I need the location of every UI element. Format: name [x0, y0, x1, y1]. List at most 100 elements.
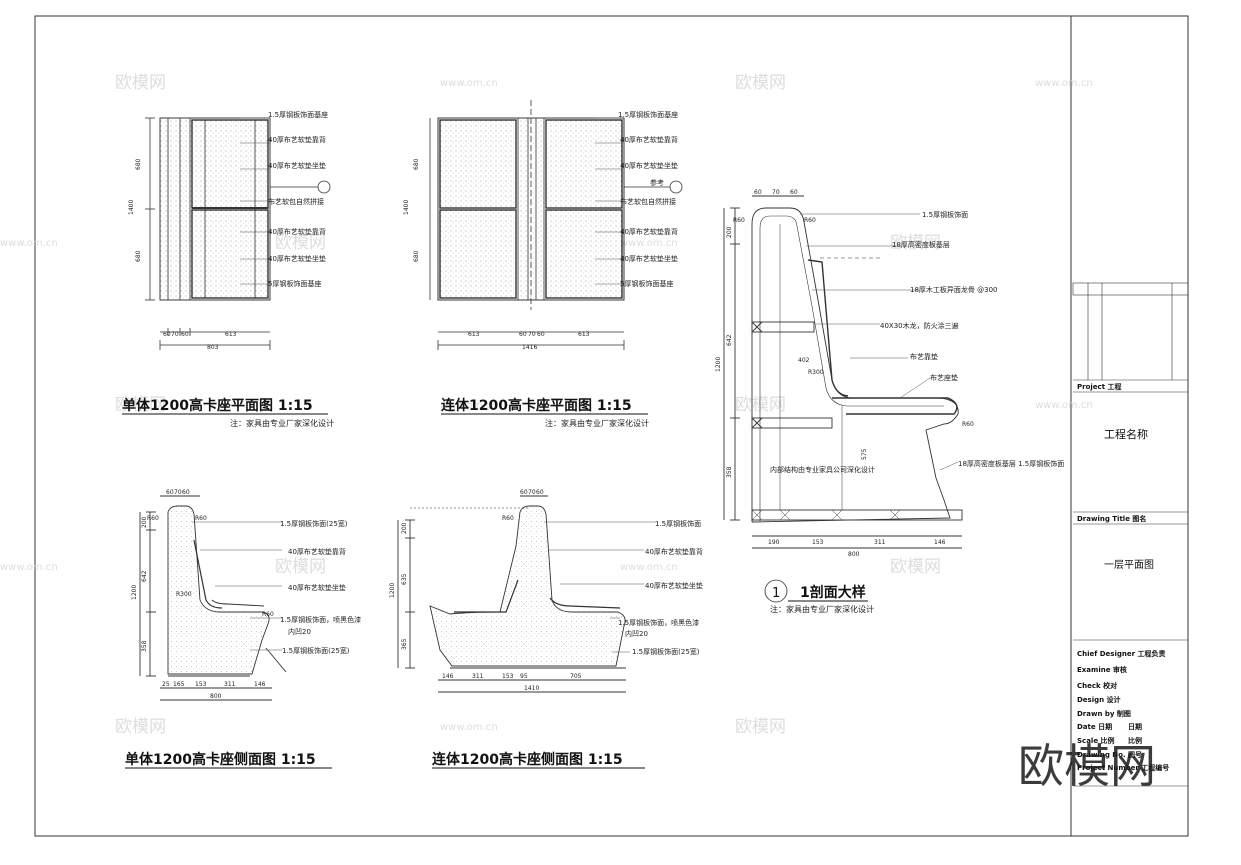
radius-label: R60	[733, 217, 745, 224]
watermark-layer: 欧模网 www.om.cn 欧模网 www.om.cn 欧模网 www.om.c…	[0, 73, 1093, 737]
section-number: 1	[772, 586, 780, 601]
section-detail-callouts: 1.5厚钢板饰面 18厚高密度板基层 18厚木工板异面龙骨 @300 40X30…	[715, 189, 1064, 558]
dim-label: 803	[207, 344, 219, 351]
radius-label: R60	[147, 515, 159, 522]
section-callout: 布艺座垫	[930, 373, 958, 382]
dim-label: 680	[413, 158, 420, 170]
radius-label: R60	[195, 515, 207, 522]
dim-label: 642	[141, 570, 148, 582]
dim-label: 146	[442, 673, 454, 680]
section-tag: 参考	[650, 178, 664, 187]
side-single-callout: 内凹20	[288, 627, 311, 636]
project-label: Project 工程	[1077, 382, 1121, 391]
dim-label: 1400	[403, 200, 410, 215]
section-detail-title: 1剖面大样	[800, 584, 866, 601]
watermark-url: www.om.cn	[440, 400, 498, 411]
watermark-url: www.om.cn	[440, 722, 498, 733]
watermark-url: www.om.cn	[1035, 400, 1093, 411]
section-center-note: 内部结构由专业家具公司深化设计	[770, 465, 875, 474]
plan-single-callout: 40厚布艺软垫坐垫	[268, 161, 326, 170]
side-single-title: 单体1200高卡座侧面图 1:15	[125, 751, 316, 768]
tb-field: Chief Designer 工程负责	[1077, 649, 1166, 658]
project-name: 工程名称	[1104, 427, 1148, 441]
dim-label: 146	[254, 681, 266, 688]
section-callout: 布艺靠垫	[910, 352, 938, 361]
dim-label: 358	[141, 640, 148, 652]
watermark-logo: 欧模网	[735, 395, 786, 415]
watermark-url: www.om.cn	[1035, 78, 1093, 89]
watermark-logo: 欧模网	[115, 395, 166, 415]
dim-label: 311	[472, 673, 484, 680]
side-single-callout: 40厚布艺软垫靠背	[288, 547, 346, 556]
plan-single-callout: 布艺软包自然拼接	[268, 197, 324, 206]
plan-single-callouts: 1.5厚钢板饰面基座 40厚布艺软垫靠背 40厚布艺软垫坐垫 布艺软包自然拼接 …	[128, 110, 328, 351]
side-double-callout: 1.5厚钢板饰面(25宽)	[632, 647, 700, 656]
plan-double-callout: 布艺软包自然拼接	[620, 197, 676, 206]
tb-field: Check 校对	[1077, 681, 1117, 690]
plan-single-drawing	[145, 117, 331, 350]
watermark-logo: 欧模网	[115, 73, 166, 93]
dim-label: 60	[790, 189, 798, 196]
watermark-url: www.om.cn	[620, 562, 678, 573]
dim-label: 613	[225, 331, 237, 338]
dim-label: 95	[520, 673, 528, 680]
watermark-url: www.om.cn	[440, 78, 498, 89]
tb-field: Scale 比例	[1077, 736, 1115, 745]
watermark-url: www.om.cn	[0, 238, 58, 249]
watermark-logo: 欧模网	[275, 557, 326, 577]
dim-label: 70	[174, 489, 182, 496]
plan-double-callout: 40厚布艺软垫靠背	[620, 227, 678, 236]
dim-label: 60	[520, 489, 528, 496]
brand-logo: 欧模网	[1018, 739, 1156, 793]
dim-label: 165	[173, 681, 185, 688]
dim-label: 642	[726, 334, 733, 346]
plan-double-callout: 40厚布艺软垫坐垫	[620, 161, 678, 170]
dim-label: 60	[754, 189, 762, 196]
dim-label: 153	[502, 673, 514, 680]
tb-field: Drawn by 制图	[1077, 709, 1131, 718]
dim-label: 1200	[131, 585, 138, 600]
watermark-logo: 欧模网	[890, 557, 941, 577]
dim-label: 70	[528, 331, 536, 338]
section-callout: 1.5厚钢板饰面	[922, 210, 968, 219]
dim-label: 153	[812, 539, 824, 546]
side-double-callouts: 1.5厚钢板饰面 40厚布艺软垫靠背 40厚布艺软垫坐垫 1.5厚钢板饰面，喷黑…	[389, 489, 703, 692]
dim-label: 200	[726, 226, 733, 238]
watermark-url: www.om.cn	[0, 562, 58, 573]
dim-label: 680	[135, 158, 142, 170]
watermark-url: www.om.cn	[620, 238, 678, 249]
section-detail-note: 注：家具由专业厂家深化设计	[770, 604, 874, 614]
plan-double-drawing	[429, 100, 683, 350]
tb-field: Drawing No. 图号	[1077, 750, 1142, 759]
plan-double-callouts: 1.5厚钢板饰面基座 40厚布艺软垫靠背 40厚布艺软垫坐垫 参考 布艺软包自然…	[403, 110, 678, 351]
dim-label: 1200	[389, 583, 396, 598]
dim-label: 402	[798, 357, 810, 364]
tb-field: Date 日期	[1077, 722, 1112, 731]
plan-double-title: 连体1200高卡座平面图 1:15	[441, 397, 632, 414]
drawing-title-label: Drawing Title 图名	[1077, 514, 1146, 523]
plan-single-note: 注：家具由专业厂家深化设计	[230, 418, 334, 428]
dim-label: 311	[224, 681, 236, 688]
side-double-callout: 1.5厚钢板饰面	[655, 519, 701, 528]
plan-single-callout: 5厚钢板饰面基座	[268, 279, 321, 288]
dim-label: 358	[726, 466, 733, 478]
dim-label: 70	[171, 331, 179, 338]
plan-double-callout: 5厚钢板饰面基座	[620, 279, 673, 288]
dim-label: 1200	[715, 357, 722, 372]
dim-label: 613	[578, 331, 590, 338]
watermark-logo: 欧模网	[890, 233, 941, 253]
dim-label: 25	[162, 681, 170, 688]
dim-label: 200	[401, 522, 408, 534]
section-callout: 18厚高密度板基层 1.5厚钢板饰面	[958, 459, 1064, 468]
plan-single-callout: 40厚布艺软垫靠背	[268, 227, 326, 236]
radius-label: R60	[804, 217, 816, 224]
title-block-text: Project 工程 工程名称 Drawing Title 图名 一层平面图 C…	[1077, 382, 1169, 772]
side-single-callout: 1.5厚钢板饰面，喷黑色漆	[280, 615, 361, 624]
radius-label: R300	[176, 591, 192, 598]
side-double-callout: 1.5厚钢板饰面，喷黑色漆	[618, 618, 699, 627]
plan-single-callout: 40厚布艺软垫坐垫	[268, 254, 326, 263]
dim-label: 60	[182, 489, 190, 496]
dim-label: 680	[413, 250, 420, 262]
plan-double-note: 注：家具由专业厂家深化设计	[545, 418, 649, 428]
